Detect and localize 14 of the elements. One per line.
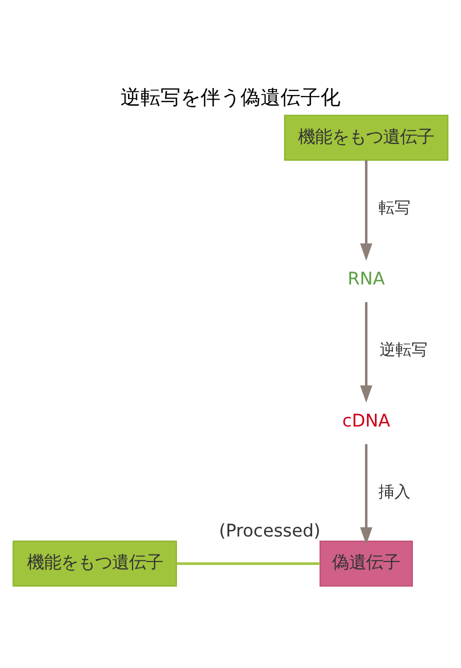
diagram-title: 逆転写を伴う偽遺伝子化 bbox=[120, 85, 340, 108]
edge-label: 挿入 bbox=[378, 481, 411, 500]
edge-label: 逆転写 bbox=[379, 339, 428, 358]
edge-label: 転写 bbox=[378, 197, 411, 216]
node-box: 機能をもつ遺伝子 bbox=[284, 114, 448, 160]
arrow bbox=[360, 302, 372, 402]
arrow bbox=[360, 444, 372, 544]
connector bbox=[176, 562, 320, 564]
arrow bbox=[360, 160, 372, 260]
node-label: (Processed) bbox=[218, 520, 320, 541]
node-box: 機能をもつ遺伝子 bbox=[12, 540, 177, 586]
node-text: cDNA bbox=[342, 410, 390, 431]
node-text: RNA bbox=[348, 268, 385, 289]
node-box: 偽遺伝子 bbox=[320, 540, 413, 586]
